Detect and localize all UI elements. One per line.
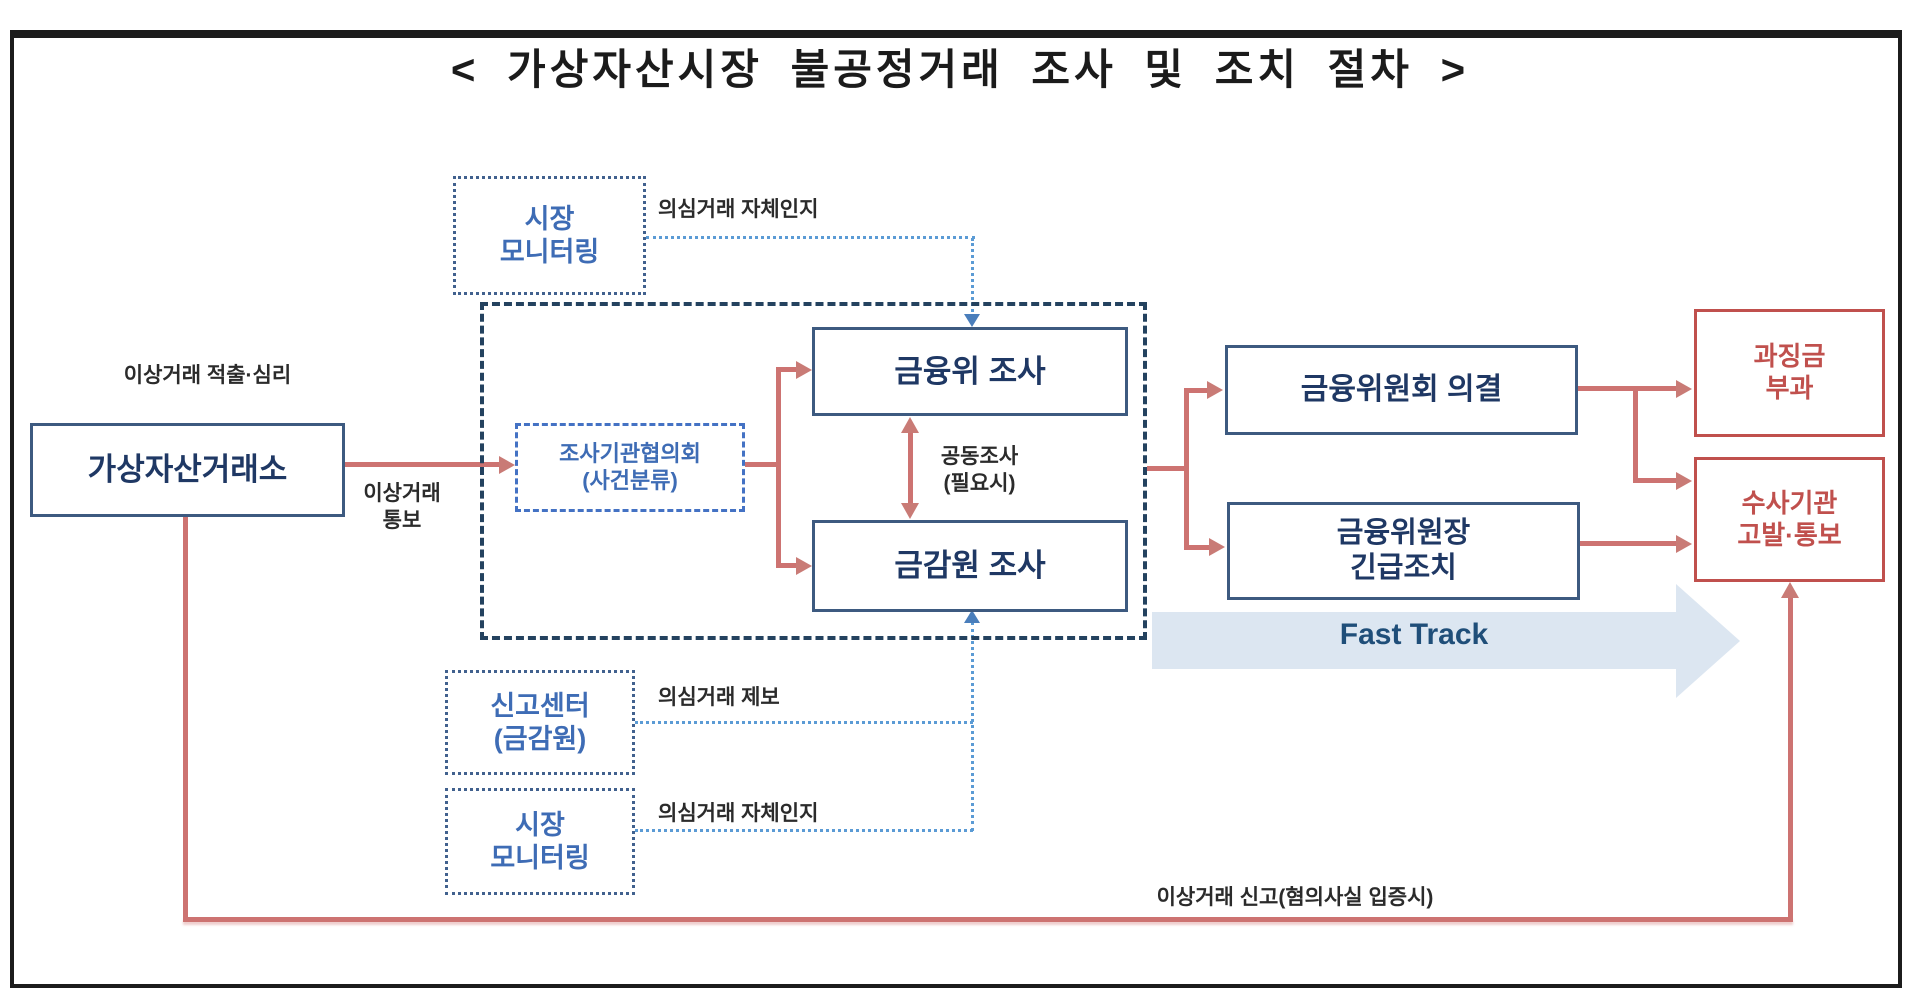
fast-track-label: Fast Track (1339, 618, 1489, 651)
node-investigation-council: 조사기관협의회 (사건분류) (515, 423, 745, 512)
line-decision-vertical (1184, 388, 1189, 550)
arrowhead-joint-up (901, 417, 919, 433)
arrowhead-into-penalty (1676, 380, 1692, 398)
node-market-monitoring-top: 시장 모니터링 (453, 176, 646, 295)
line-bottom-route (183, 917, 1793, 922)
line-exchange-down (183, 517, 188, 922)
label-joint-investigation: 공동조사 (필요시) (940, 445, 1019, 496)
label-self-detection-bottom: 의심거래 자체인지 (658, 802, 819, 825)
fast-track-arrowhead (1676, 584, 1740, 698)
line-resolution-branch-vertical (1633, 386, 1638, 483)
node-penalty-imposition: 과징금 부과 (1694, 309, 1885, 437)
line-branch-vertical (776, 367, 781, 568)
dotted-line-monitoring-bottom-h (635, 829, 973, 832)
node-market-monitoring-bottom: 시장 모니터링 (445, 788, 635, 895)
node-fsc-resolution: 금융위원회 의결 (1225, 345, 1578, 435)
line-up-to-referral (1788, 596, 1793, 922)
arrowhead-into-referral-lower (1676, 535, 1692, 553)
arrowhead-into-fsc-top (964, 314, 980, 327)
label-self-detection-top: 의심거래 자체인지 (658, 198, 819, 221)
arrowhead-into-resolution (1207, 381, 1223, 399)
line-to-resolution (1184, 388, 1212, 393)
line-branch-to-fss (776, 563, 800, 568)
arrowhead-into-fsc-investigation (796, 361, 812, 379)
node-fsc-investigation: 금융위 조사 (812, 327, 1128, 416)
line-emergency-to-referral (1580, 541, 1678, 546)
line-council-stub (745, 462, 781, 467)
line-exchange-to-council (345, 462, 503, 467)
label-report-when-proven: 이상거래 신고(혐의사실 입증시) (1156, 886, 1434, 909)
dotted-line-monitoring-top-h (646, 236, 975, 239)
dotted-line-monitoring-top-v (971, 238, 974, 318)
node-report-center: 신고센터 (금감원) (445, 670, 635, 775)
investigation-group-container (480, 302, 1147, 640)
label-abnormal-notify: 이상거래 통보 (363, 482, 441, 533)
arrowhead-into-fss-investigation (796, 557, 812, 575)
line-container-exit (1147, 466, 1187, 471)
arrowhead-joint-down (901, 503, 919, 519)
node-exchange: 가상자산거래소 (30, 423, 345, 517)
node-fss-investigation: 금감원 조사 (812, 520, 1128, 612)
line-resolution-to-penalty (1578, 386, 1678, 391)
arrowhead-into-council (499, 456, 515, 474)
dotted-line-report-center-h (635, 721, 973, 724)
arrowhead-into-referral-bottom (1781, 582, 1799, 598)
line-to-emergency (1184, 545, 1212, 550)
label-suspicious-tip: 의심거래 제보 (658, 686, 780, 709)
fast-track-band (1152, 612, 1676, 669)
line-branch-to-fsc (776, 367, 800, 372)
arrowhead-into-emergency (1209, 538, 1225, 556)
node-fsc-chair-emergency: 금융위원장 긴급조치 (1227, 502, 1580, 600)
line-joint-investigation (908, 430, 913, 506)
line-resolution-to-referral (1633, 478, 1678, 483)
diagram-title: < 가상자산시장 불공정거래 조사 및 조치 절차 > (450, 46, 1470, 93)
dotted-line-bottom-v (971, 622, 974, 831)
arrowhead-into-referral-upper (1676, 472, 1692, 490)
label-detect-review: 이상거래 적출·심리 (123, 364, 292, 387)
node-investigative-referral: 수사기관 고발·통보 (1694, 457, 1885, 582)
arrowhead-into-fss-bottom (964, 610, 980, 623)
